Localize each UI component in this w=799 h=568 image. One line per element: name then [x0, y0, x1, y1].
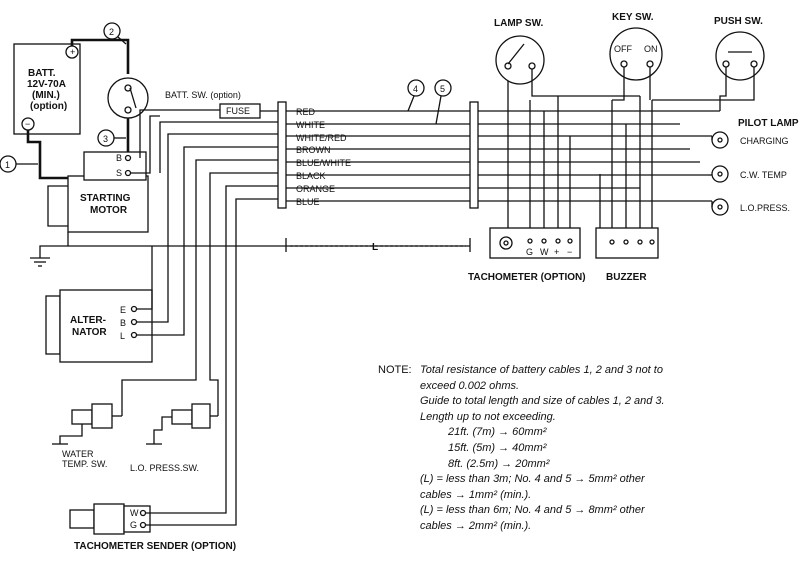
tachometer: G W + − TACHOMETER (OPTION)	[468, 227, 586, 283]
lo-press-switch: L.O. PRESS.SW.	[130, 403, 218, 473]
water-temp-label-2: TEMP. SW.	[62, 459, 107, 469]
tachometer-sender: W G TACHOMETER SENDER (OPTION)	[69, 503, 236, 552]
svg-text:L.O.PRESS.: L.O.PRESS.	[740, 203, 790, 213]
wire-label-white-red: WHITE/RED	[296, 133, 347, 143]
cable-marker-5: 5	[434, 79, 452, 97]
battery-plus-label: +	[70, 47, 75, 57]
note-heading: NOTE:	[378, 364, 412, 376]
wire-label-blue-white: BLUE/WHITE	[296, 158, 351, 168]
battery-switch	[107, 77, 149, 119]
tach-sender-term-w: W	[130, 508, 139, 518]
wire-label-white: WHITE	[296, 120, 325, 130]
alt-label-1: ALTER-	[70, 315, 106, 326]
starter-term-b: B	[116, 153, 122, 163]
cable-marker-2: 2	[103, 22, 121, 40]
note-spec-3: 8ft. (2.5m) → 20mm²	[448, 457, 550, 470]
svg-text:2: 2	[109, 27, 114, 37]
pilot-lamp-charging: CHARGING	[711, 131, 789, 149]
lamp-switch-label: LAMP SW.	[494, 18, 543, 29]
alt-term-e: E	[120, 305, 126, 315]
note-line-1: Total resistance of battery cables 1, 2 …	[420, 364, 663, 376]
note-l-rule-2a: (L) = less than 6m; No. 4 and 5 → 8mm² o…	[420, 504, 645, 517]
tach-term-g: G	[526, 247, 533, 257]
harness-connector-left	[277, 101, 287, 209]
note-spec-2: 15ft. (5m) → 40mm²	[448, 441, 547, 454]
svg-text:CHARGING: CHARGING	[740, 136, 789, 146]
note-line-3: Guide to total length and size of cables…	[420, 395, 665, 408]
note-block: NOTE: Total resistance of battery cables…	[378, 363, 793, 535]
key-switch-off: OFF	[614, 44, 632, 54]
alternator: E B L ALTER- NATOR	[45, 289, 153, 363]
cable-marker-4: 4	[407, 79, 425, 97]
push-switch-label: PUSH SW.	[714, 16, 763, 27]
key-switch: OFF ON KEY SW.	[609, 12, 663, 81]
note-l-rule-1a: (L) = less than 3m; No. 4 and 5 → 5mm² o…	[420, 473, 645, 486]
starting-motor: B S STARTING MOTOR	[47, 151, 149, 233]
tach-term-plus: +	[554, 247, 559, 257]
svg-text:1: 1	[5, 160, 10, 170]
note-line-2: exceed 0.002 ohms.	[420, 379, 520, 392]
pilot-lamp-cw-temp: C.W. TEMP	[711, 165, 787, 183]
push-switch: PUSH SW.	[714, 16, 765, 81]
alt-label-2: NATOR	[72, 327, 107, 338]
cable-marker-3: 3	[97, 129, 115, 147]
length-dimension: L	[285, 238, 471, 253]
pilot-lamp-lo-press: L.O.PRESS.	[711, 198, 790, 216]
starter-label-2: MOTOR	[90, 205, 128, 216]
battery-label-2: 12V-70A	[27, 79, 66, 90]
length-label: L	[372, 242, 378, 253]
battery: + − BATT. 12V-70A (MIN.) (option)	[13, 43, 81, 135]
wire-label-brown: BROWN	[296, 145, 331, 155]
tach-sender-label: TACHOMETER SENDER (OPTION)	[74, 541, 236, 552]
key-switch-label: KEY SW.	[612, 12, 654, 23]
buzzer: BUZZER	[595, 227, 659, 283]
wire-label-red: RED	[296, 107, 316, 117]
cable-marker-1: 1	[0, 155, 17, 173]
buzzer-label: BUZZER	[606, 272, 647, 283]
tachometer-label: TACHOMETER (OPTION)	[468, 272, 586, 283]
battery-switch-label: BATT. SW. (option)	[165, 90, 241, 100]
water-temp-switch: WATER TEMP. SW.	[52, 403, 122, 469]
water-temp-label-1: WATER	[62, 449, 94, 459]
lamp-switch: LAMP SW.	[494, 18, 545, 85]
wire-label-blue: BLUE	[296, 197, 320, 207]
svg-text:4: 4	[413, 84, 418, 94]
svg-text:C.W. TEMP: C.W. TEMP	[740, 170, 787, 180]
pilot-lamp-label: PILOT LAMP	[738, 118, 799, 129]
battery-label-1: BATT.	[28, 68, 56, 79]
fuse: FUSE	[219, 103, 261, 119]
lo-press-label: L.O. PRESS.SW.	[130, 463, 199, 473]
wire-label-orange: ORANGE	[296, 184, 335, 194]
alt-term-l: L	[120, 331, 125, 341]
starter-label-1: STARTING	[80, 193, 131, 204]
starter-term-s: S	[116, 168, 122, 178]
svg-text:3: 3	[103, 134, 108, 144]
svg-text:5: 5	[440, 84, 445, 94]
battery-label-3: (MIN.)	[32, 90, 60, 101]
tach-term-w: W	[540, 247, 549, 257]
battery-label-4: (option)	[30, 101, 67, 112]
fuse-label: FUSE	[226, 106, 250, 116]
battery-minus-label: −	[25, 119, 30, 129]
tach-term-minus: −	[567, 247, 572, 257]
key-switch-on: ON	[644, 44, 658, 54]
note-l-rule-1b: cables → 1mm² (min.).	[420, 488, 532, 501]
tach-sender-term-g: G	[130, 520, 137, 530]
alt-term-b: B	[120, 318, 126, 328]
note-spec-1: 21ft. (7m) → 60mm²	[448, 426, 547, 439]
note-l-rule-2b: cables → 2mm² (min.).	[420, 519, 532, 532]
harness-connector-right	[469, 101, 479, 209]
wire-label-black: BLACK	[296, 171, 326, 181]
note-line-4: Length up to not exceeding.	[420, 410, 556, 423]
